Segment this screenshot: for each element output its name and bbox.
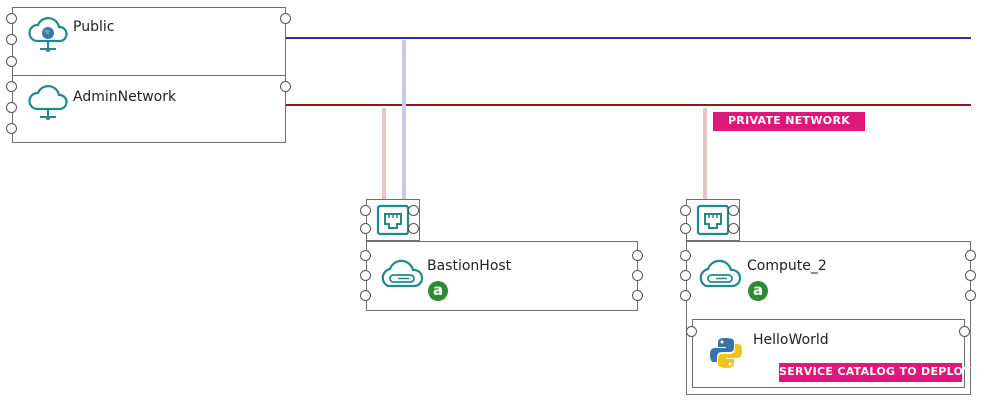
compute2-admin-link[interactable]: [703, 108, 707, 200]
bastion-port-left-3[interactable]: [360, 290, 371, 301]
cloud-compute-icon: [699, 259, 742, 288]
admin-network-line[interactable]: [286, 104, 971, 106]
public-network-node[interactable]: Public: [12, 7, 286, 76]
public-port-right[interactable]: [280, 13, 291, 24]
public-port-left-3[interactable]: [6, 56, 17, 67]
public-port-left-2[interactable]: [6, 34, 17, 45]
compute2-port-right-2[interactable]: [965, 270, 976, 281]
public-port-left-1[interactable]: [6, 13, 17, 24]
bastion-port-left-2[interactable]: [360, 270, 371, 281]
compute2-port-right-3[interactable]: [965, 290, 976, 301]
compute2-port-left-1[interactable]: [680, 250, 691, 261]
bastion-port-right-2[interactable]: [632, 270, 643, 281]
helloworld-node[interactable]: HelloWorld SERVICE CATALOG TO DEPLOY: [692, 319, 971, 388]
bastion-public-link[interactable]: [402, 40, 406, 200]
ethernet-port-icon: [376, 204, 410, 236]
globe-cloud-icon: [28, 17, 68, 52]
admin-port-left-2[interactable]: [6, 102, 17, 113]
compute2-port-left-3[interactable]: [680, 290, 691, 301]
admin-port-left-3[interactable]: [6, 123, 17, 134]
compute2-port-right-1[interactable]: [965, 250, 976, 261]
service-catalog-tag: SERVICE CATALOG TO DEPLOY: [779, 363, 971, 382]
bastion-netport-left-2[interactable]: [360, 223, 371, 234]
bastion-admin-link[interactable]: [382, 108, 386, 200]
bastion-port-right-1[interactable]: [632, 250, 643, 261]
helloworld-port-left[interactable]: [686, 326, 697, 337]
cloud-compute-icon: [381, 259, 424, 288]
compute2-port-left-2[interactable]: [680, 270, 691, 281]
bastion-netport-right-1[interactable]: [408, 205, 419, 216]
bastion-os-badge: a: [428, 281, 448, 301]
helloworld-label: HelloWorld: [753, 332, 829, 348]
bastion-network-port[interactable]: [366, 199, 420, 241]
python-icon: [710, 338, 742, 368]
bastion-label: BastionHost: [427, 258, 512, 274]
bastion-compute-node[interactable]: BastionHost a: [366, 241, 638, 311]
admin-port-left-1[interactable]: [6, 81, 17, 92]
compute2-netport-right-1[interactable]: [728, 205, 739, 216]
cloud-network-icon: [28, 85, 68, 120]
public-network-line[interactable]: [286, 37, 971, 39]
admin-network-label: AdminNetwork: [73, 89, 177, 105]
ethernet-port-icon: [696, 204, 730, 236]
bastion-netport-left-1[interactable]: [360, 205, 371, 216]
bastion-port-left-1[interactable]: [360, 250, 371, 261]
bastion-netport-right-2[interactable]: [408, 223, 419, 234]
compute2-os-badge: a: [748, 281, 768, 301]
public-network-label: Public: [73, 19, 115, 35]
compute2-netport-left-1[interactable]: [680, 205, 691, 216]
private-network-tag: PRIVATE NETWORK: [713, 112, 865, 131]
admin-port-right[interactable]: [280, 81, 291, 92]
compute2-netport-left-2[interactable]: [680, 223, 691, 234]
bastion-port-right-3[interactable]: [632, 290, 643, 301]
compute2-netport-right-2[interactable]: [728, 223, 739, 234]
compute2-label: Compute_2: [747, 258, 827, 274]
helloworld-port-right[interactable]: [959, 326, 970, 337]
admin-network-node[interactable]: AdminNetwork: [12, 75, 286, 143]
